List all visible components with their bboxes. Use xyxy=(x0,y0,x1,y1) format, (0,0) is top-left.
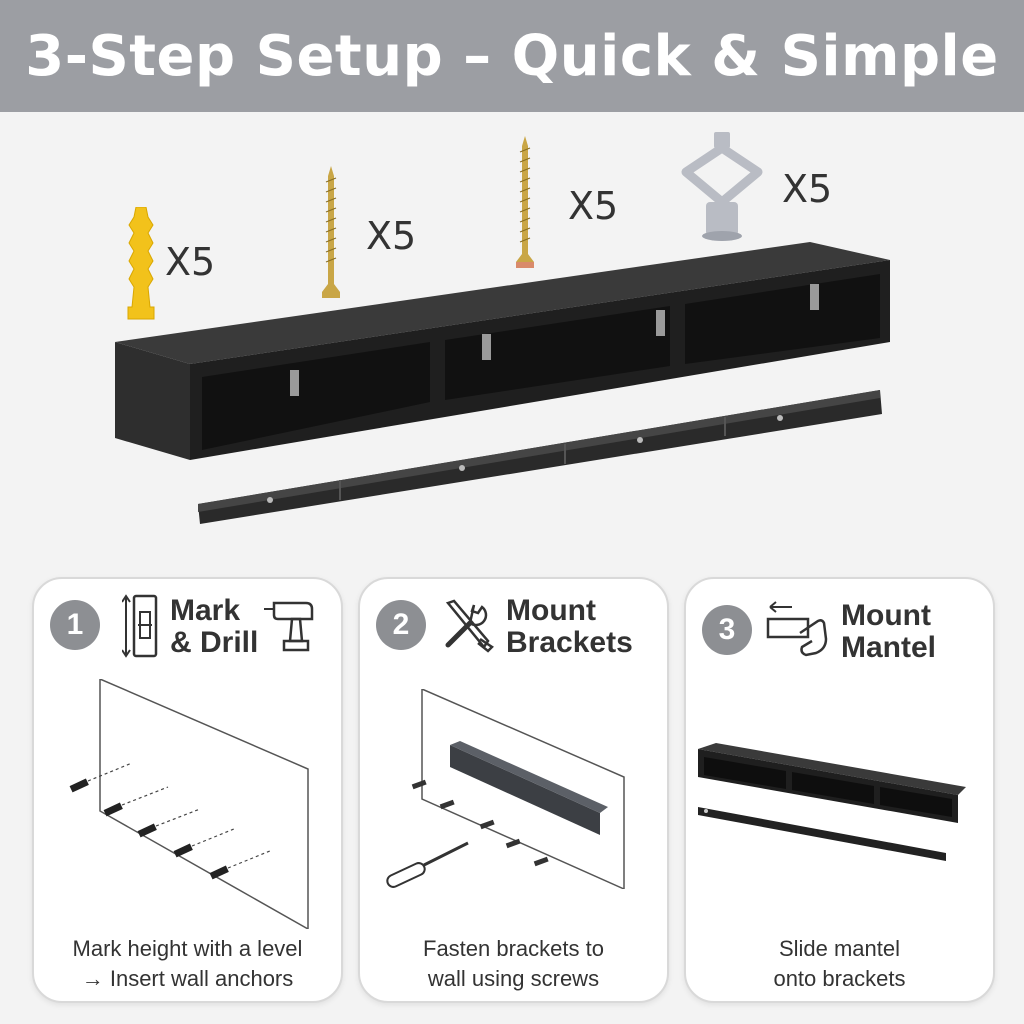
hero-image: X5 X5 X5 X5 xyxy=(0,112,1024,572)
short-screw-image xyxy=(322,166,340,298)
step-caption: Mark height with a level → Insert wall a… xyxy=(34,934,341,994)
step-title-line-1: Mount xyxy=(841,599,931,632)
step-title: Mark & Drill xyxy=(170,595,258,659)
page-title: 3-Step Setup – Quick & Simple xyxy=(25,23,999,89)
caption-line-2: → Insert wall anchors xyxy=(81,966,294,991)
caption-line-2: onto brackets xyxy=(773,966,906,991)
step-caption: Fasten brackets to wall using screws xyxy=(360,934,667,994)
step-title-line-2: Brackets xyxy=(506,626,633,659)
step-card-3: 3 Mount Mantel Slide mantel onto bracket… xyxy=(684,577,995,1003)
step-title-line-1: Mark xyxy=(170,594,241,627)
step-title: Mount Mantel xyxy=(841,600,936,664)
drywall-anchor-image xyxy=(681,132,763,241)
title-banner: 3-Step Setup – Quick & Simple xyxy=(0,0,1024,112)
step-title: Mount Brackets xyxy=(506,595,633,659)
long-screw-image xyxy=(516,136,534,268)
drywall-anchor-qty: X5 xyxy=(782,167,833,211)
floating-shelf-image xyxy=(115,242,890,524)
step-card-2: 2 Mount Brackets Fasten brackets to wall… xyxy=(358,577,669,1003)
step-caption: Slide mantel onto brackets xyxy=(686,934,993,994)
wall-anchors-illustration xyxy=(69,679,309,929)
yellow-anchor-image xyxy=(127,207,155,320)
caption-line-1: Slide mantel xyxy=(778,936,901,961)
level-icon xyxy=(122,594,158,658)
yellow-anchor-qty: X5 xyxy=(165,240,216,284)
step-card-1: 1 Mark & Drill Mark h xyxy=(32,577,343,1003)
caption-line-1: Fasten brackets to xyxy=(423,936,604,961)
slide-hand-icon xyxy=(766,601,828,657)
step-title-line-1: Mount xyxy=(506,594,596,627)
caption-line-1: Mark height with a level xyxy=(72,936,303,961)
step-number-badge: 1 xyxy=(50,600,100,650)
step-number-badge: 3 xyxy=(702,605,752,655)
short-screw-qty: X5 xyxy=(366,214,417,258)
caption-line-2: wall using screws xyxy=(427,966,600,991)
drill-icon xyxy=(264,601,314,652)
tools-icon xyxy=(445,599,494,653)
mantel-slide-illustration xyxy=(698,743,966,861)
bracket-mount-illustration xyxy=(386,689,625,889)
long-screw-qty: X5 xyxy=(568,184,619,228)
step-title-line-2: Mantel xyxy=(841,631,937,664)
step-number-badge: 2 xyxy=(376,600,426,650)
step-title-line-2: & Drill xyxy=(170,626,259,659)
